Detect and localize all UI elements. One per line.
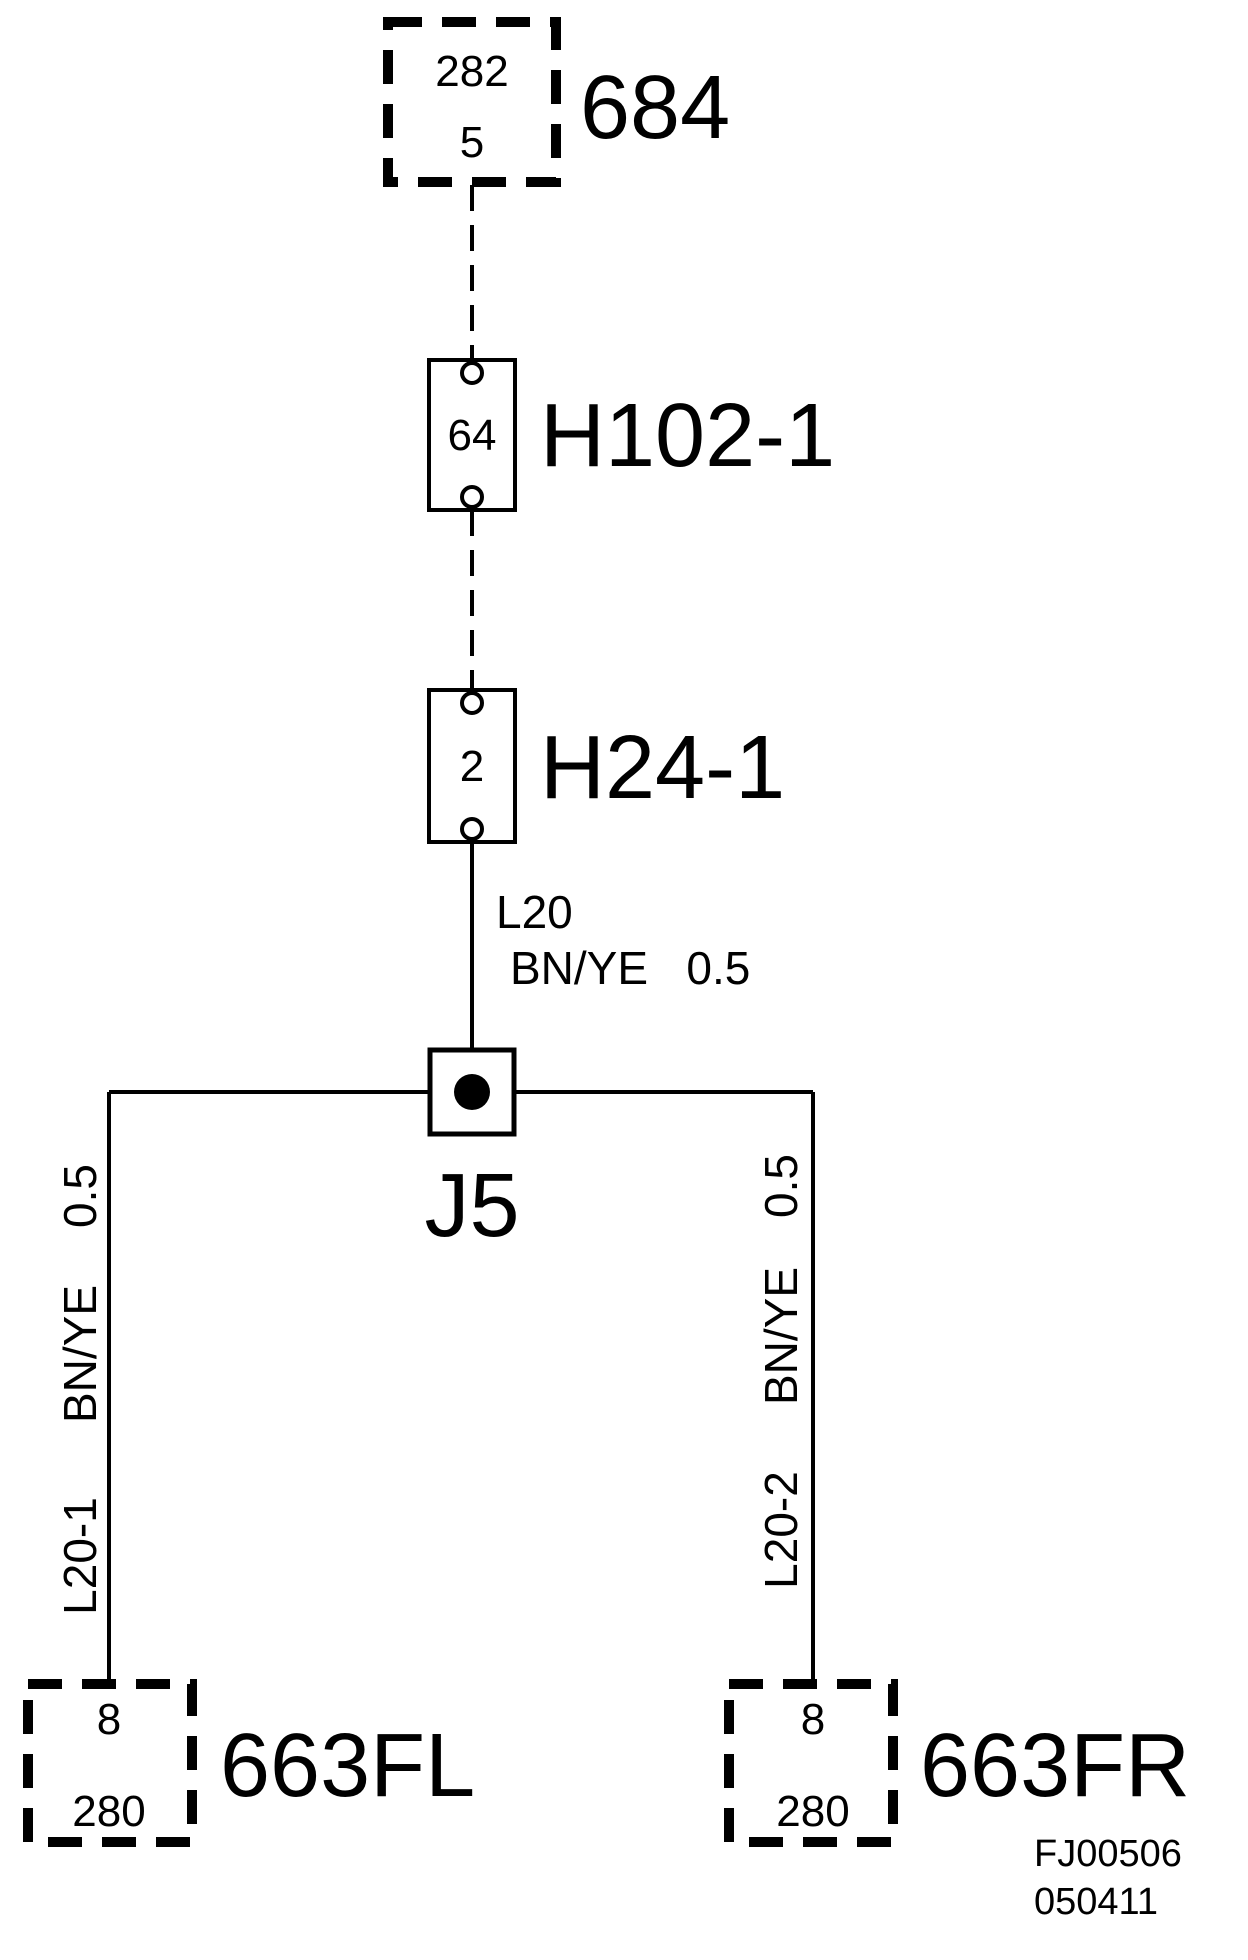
connector-h24-1-label: H24-1 <box>540 718 785 818</box>
connector-663fl-label: 663FL <box>220 1716 475 1816</box>
connector-h24-1-box[interactable] <box>427 688 517 844</box>
wire-l20-2-color: BN/YE <box>755 1267 807 1405</box>
wire-l20-id: L20 <box>496 886 573 938</box>
splice-j5-label: J5 <box>424 1156 519 1256</box>
wire-l20-spec: BN/YE 0.5 <box>510 942 750 994</box>
connector-h102-1-label: H102-1 <box>540 386 835 486</box>
wire-l20-1-color: BN/YE <box>54 1285 106 1423</box>
connector-h24-1-pin: 2 <box>460 742 484 791</box>
connector-684-label: 684 <box>580 58 730 158</box>
connector-h102-1-bottom-terminal <box>460 485 484 509</box>
drawing-code: FJ00506 <box>1034 1833 1182 1875</box>
wire-l20-1-id: L20-1 <box>54 1497 106 1615</box>
wire-l20-2-id: L20-2 <box>755 1471 807 1589</box>
splice-j5-dot <box>454 1074 490 1110</box>
connector-663fr-pin-top: 8 <box>801 1695 825 1744</box>
connector-684-pin-bottom: 5 <box>460 118 484 167</box>
drawing-date-code: 050411 <box>1034 1881 1158 1923</box>
connector-h102-1-pin: 64 <box>448 411 497 460</box>
connector-663fl-pin-top: 8 <box>97 1695 121 1744</box>
connector-h102-1-top-terminal <box>460 361 484 385</box>
wire-l20-2-size: 0.5 <box>755 1154 807 1218</box>
connector-663fl-pin-bottom: 280 <box>72 1787 145 1836</box>
connector-663fr-box[interactable] <box>724 1679 898 1847</box>
connector-h24-1-top-terminal <box>460 691 484 715</box>
connector-h102-1-box[interactable] <box>427 358 517 512</box>
connector-663fl-box[interactable] <box>23 1679 197 1847</box>
wire-l20-1-size: 0.5 <box>54 1164 106 1228</box>
splice-j5-box[interactable] <box>427 1047 517 1137</box>
connector-684-pin-top: 282 <box>435 47 508 96</box>
connector-h24-1-bottom-terminal <box>460 817 484 841</box>
connector-684-box[interactable] <box>383 17 561 187</box>
connector-663fr-pin-bottom: 280 <box>776 1787 849 1836</box>
connector-663fr-label: 663FR <box>920 1716 1190 1816</box>
